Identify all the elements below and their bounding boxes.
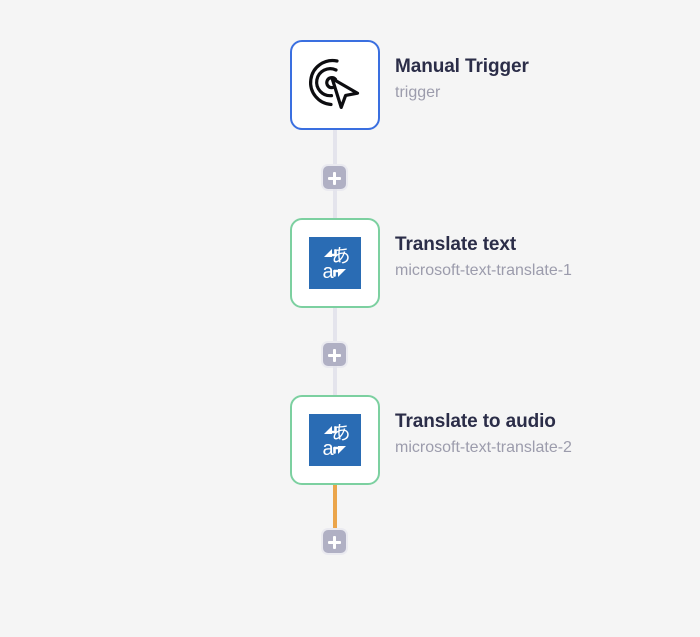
svg-text:a: a bbox=[322, 261, 334, 283]
node-subtitle: microsoft-text-translate-2 bbox=[395, 439, 572, 456]
node-label-manual-trigger: Manual Trigger trigger bbox=[395, 55, 685, 104]
microsoft-translator-icon: あ a bbox=[309, 414, 361, 466]
node-label-translate-text: Translate text microsoft-text-translate-… bbox=[395, 233, 685, 282]
add-step-button-1[interactable] bbox=[323, 166, 346, 189]
connector-line-2 bbox=[333, 189, 337, 219]
connector-line-4 bbox=[333, 366, 337, 396]
node-label-translate-to-audio: Translate to audio microsoft-text-transl… bbox=[395, 410, 685, 459]
node-subtitle: trigger bbox=[395, 84, 441, 101]
microsoft-translator-icon: あ a bbox=[309, 237, 361, 289]
connector-line-accent bbox=[333, 484, 337, 532]
add-step-button-2[interactable] bbox=[323, 343, 346, 366]
node-title: Translate to audio bbox=[395, 411, 556, 432]
node-title: Translate text bbox=[395, 234, 517, 255]
cursor-click-icon bbox=[307, 55, 363, 116]
workflow-node-translate-text[interactable]: あ a bbox=[290, 218, 380, 308]
workflow-node-manual-trigger[interactable] bbox=[290, 40, 380, 130]
workflow-node-translate-to-audio[interactable]: あ a bbox=[290, 395, 380, 485]
connector-line-3 bbox=[333, 307, 337, 343]
add-step-button-3[interactable] bbox=[323, 530, 346, 553]
connector-line-1 bbox=[333, 130, 337, 166]
node-title: Manual Trigger bbox=[395, 56, 529, 77]
node-subtitle: microsoft-text-translate-1 bbox=[395, 262, 572, 279]
svg-text:a: a bbox=[322, 438, 334, 460]
